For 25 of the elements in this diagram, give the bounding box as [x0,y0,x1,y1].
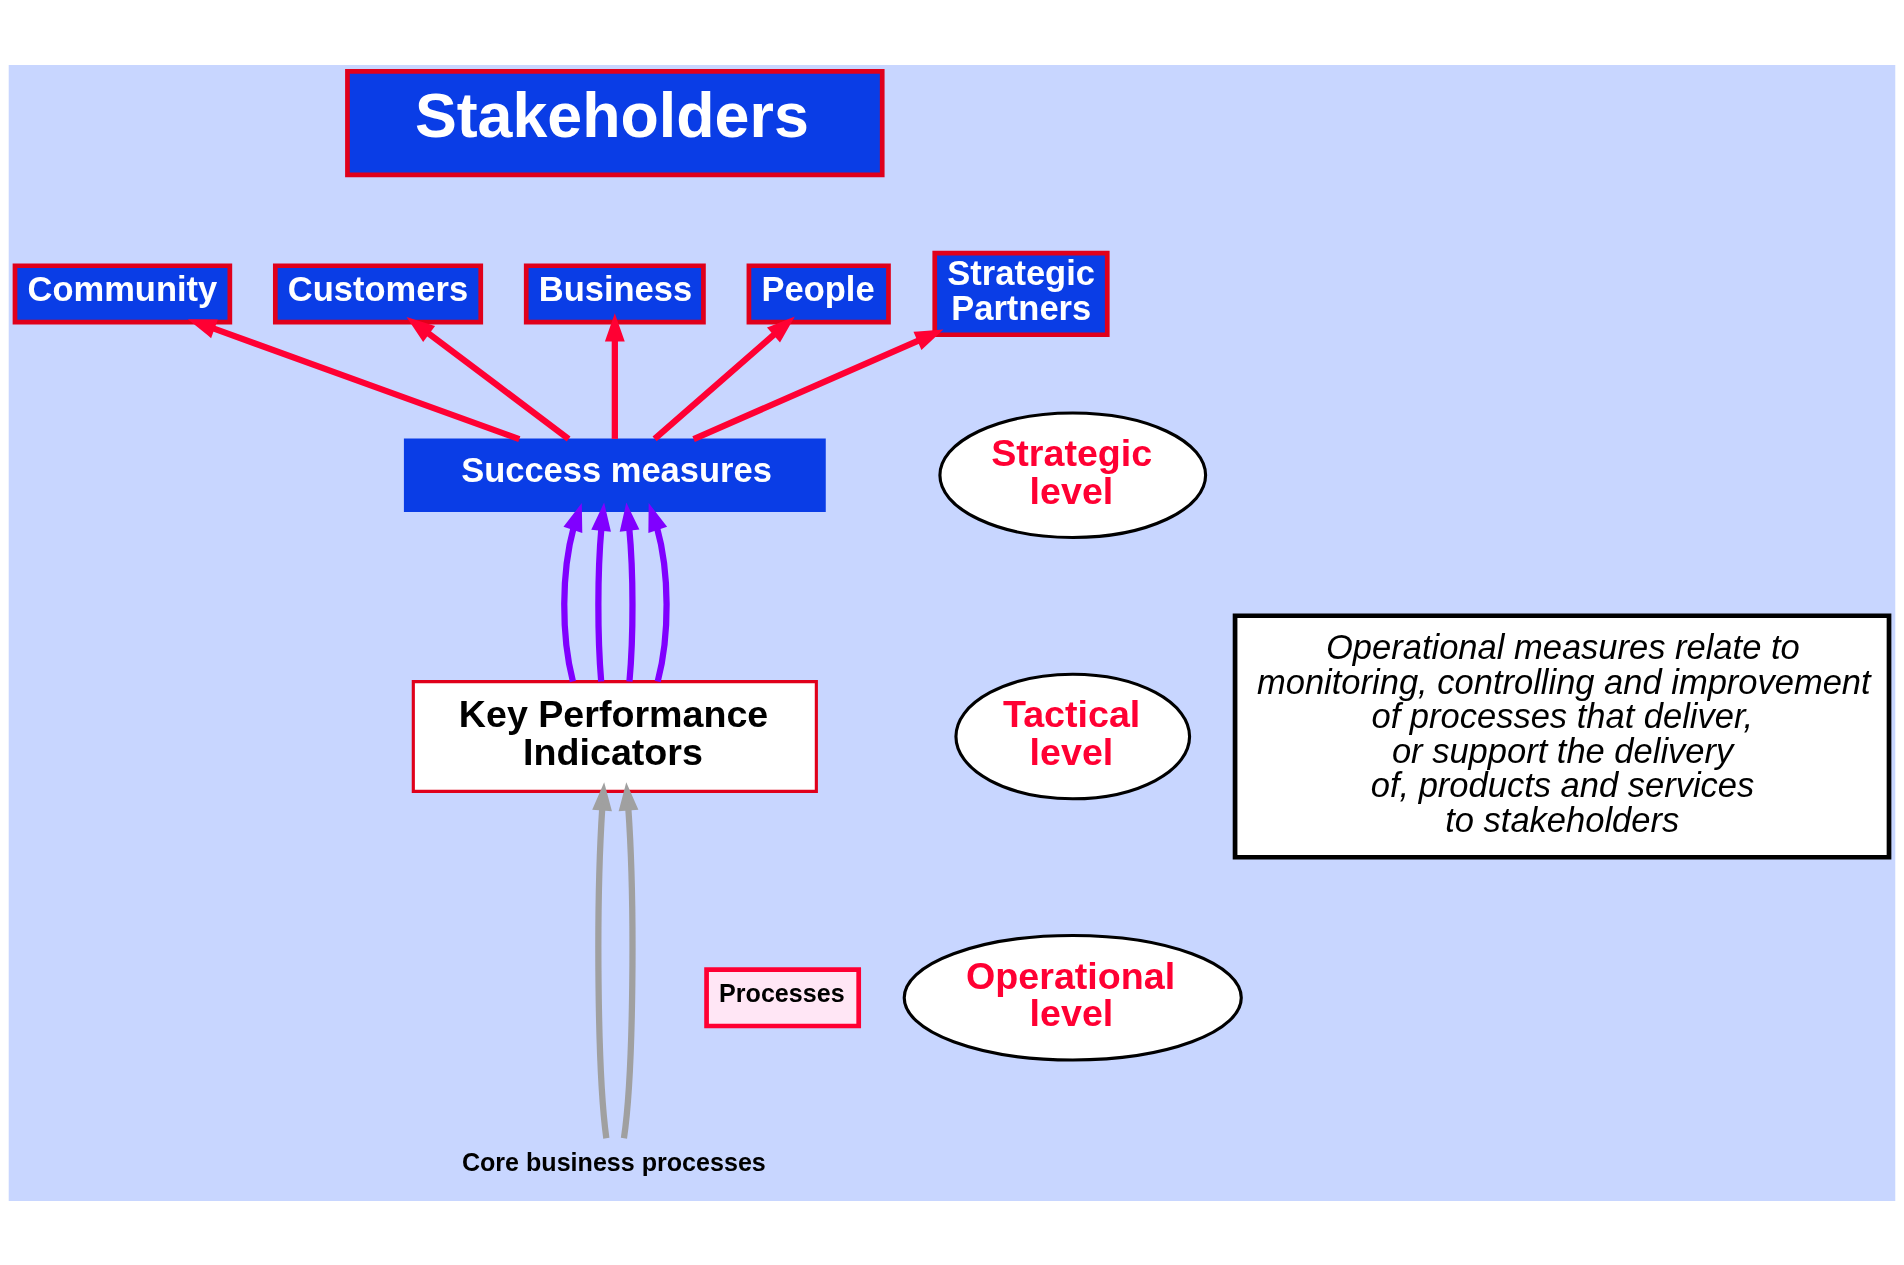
arrow [604,312,625,439]
node-text: Core business processes [461,1147,766,1176]
arrow [187,318,521,442]
arrow [692,329,944,442]
node-box: Stakeholders [345,68,885,177]
arrow [648,502,670,682]
node-box: Success measures [403,437,826,512]
arrow [561,502,583,682]
node-ellipse: Tactical level [954,672,1192,800]
arrow [618,781,639,1139]
arrow [619,502,640,682]
node-box: Processes [704,966,862,1028]
node-box: Strategic Partners [932,250,1110,337]
node-ellipse: Operational level [902,933,1243,1062]
node-box: Operational measures relate to monitoring, controlling and improvement of processes that deliver, or support the delivery of, products and services to stakeholders [1232,612,1892,860]
node-box: Business [523,262,706,325]
arrow [406,316,571,441]
node-box: Community [12,262,233,325]
node-ellipse: Strategic level [938,410,1208,539]
arrow [592,781,612,1139]
arrow [591,502,611,682]
arrow [652,315,795,441]
node-box: Key Performance Indicators [411,679,818,793]
node-box: Customers [272,262,484,325]
node-box: People [746,262,891,325]
